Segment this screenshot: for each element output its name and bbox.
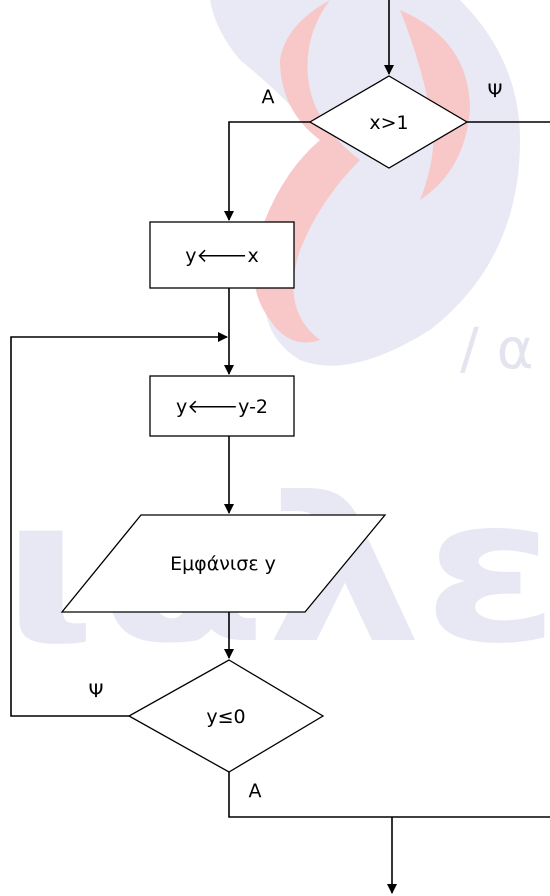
decision-y-le-0-yes-label: Α	[249, 780, 262, 802]
process-decrement-y-text: y🡐y-2	[176, 396, 268, 418]
yes-branch-arrow	[224, 121, 310, 221]
decision-x-gt-1	[308, 75, 469, 169]
exit-line	[228, 772, 550, 818]
decision-y-le-0	[127, 659, 325, 773]
decision-x-gt-1-text: x>1	[369, 112, 408, 134]
decision-x-gt-1-no-label: Ψ	[488, 80, 503, 102]
watermark-subtext: / α	[460, 317, 534, 382]
decision-y-le-0-no-label: Ψ	[89, 680, 104, 702]
loop-back-arrow	[10, 332, 228, 717]
watermark-logo	[210, 0, 520, 366]
output-display-y	[60, 514, 387, 613]
decision-x-gt-1-yes-label: Α	[262, 86, 275, 108]
process-decrement-y	[149, 375, 295, 437]
decision-y-le-0-text: y≤0	[206, 706, 245, 728]
process-assign-y-x	[149, 221, 295, 289]
output-display-y-text: Εμφάνισε y	[170, 553, 276, 575]
process-assign-y-x-text: y🡐x	[185, 245, 258, 267]
